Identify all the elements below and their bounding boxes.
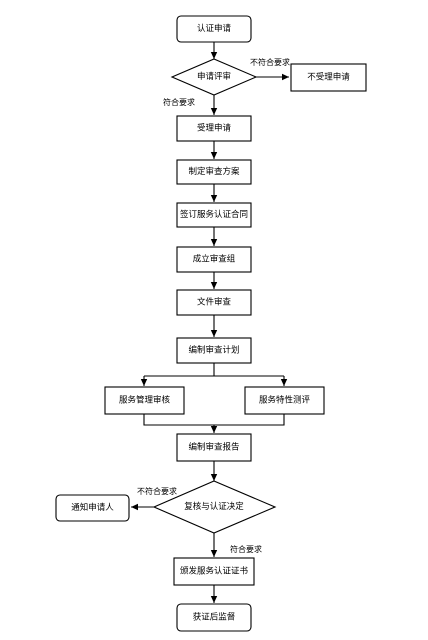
edge-label-review-no: 不符合要求 bbox=[250, 57, 290, 67]
node-accept-label: 受理申请 bbox=[197, 123, 232, 134]
node-mgmt-review-label: 服务管理审核 bbox=[119, 395, 171, 406]
node-report: 编制审查报告 bbox=[176, 433, 252, 462]
node-certificate: 颁发服务认证证书 bbox=[173, 557, 255, 586]
edge-label-decision-yes: 符合要求 bbox=[230, 544, 262, 554]
node-mgmt-review: 服务管理审核 bbox=[104, 386, 185, 415]
node-certificate-label: 颁发服务认证证书 bbox=[180, 566, 249, 577]
node-supervision: 获证后监督 bbox=[176, 603, 252, 632]
node-doc-review-label: 文件审查 bbox=[197, 297, 232, 308]
node-plan-label: 制定审查方案 bbox=[188, 166, 240, 177]
node-plan: 制定审查方案 bbox=[176, 159, 252, 185]
node-supervision-label: 获证后监督 bbox=[193, 612, 236, 623]
node-feature-eval: 服务特性测评 bbox=[244, 386, 325, 415]
node-decision-label: 复核与认证决定 bbox=[184, 501, 244, 512]
node-contract-label: 签订服务认证合同 bbox=[180, 209, 248, 220]
node-review-decision: 申请评审 bbox=[170, 58, 258, 96]
node-audit-plan-label: 编制审查计划 bbox=[188, 345, 239, 356]
node-notify-label: 通知申请人 bbox=[71, 502, 114, 513]
node-reject-label: 不受理申请 bbox=[307, 72, 350, 83]
edge-label-review-yes: 符合要求 bbox=[163, 97, 195, 107]
node-team: 成立审查组 bbox=[176, 246, 252, 273]
node-team-label: 成立审查组 bbox=[193, 254, 236, 265]
node-audit-plan: 编制审查计划 bbox=[176, 337, 252, 364]
node-contract: 签订服务认证合同 bbox=[176, 202, 252, 228]
node-review-label: 申请评审 bbox=[197, 71, 231, 82]
node-apply-label: 认证申请 bbox=[197, 23, 232, 34]
branch-merge-bar bbox=[143, 414, 285, 426]
connectors bbox=[131, 42, 289, 603]
node-report-label: 编制审查报告 bbox=[188, 442, 239, 453]
node-accept: 受理申请 bbox=[176, 115, 252, 142]
node-reject: 不受理申请 bbox=[290, 63, 367, 92]
edge-label-decision-no: 不符合要求 bbox=[137, 486, 177, 496]
node-apply: 认证申请 bbox=[176, 15, 252, 43]
node-feature-eval-label: 服务特性测评 bbox=[259, 395, 311, 406]
node-final-decision: 复核与认证决定 bbox=[152, 480, 277, 534]
node-notify: 通知申请人 bbox=[55, 494, 130, 522]
node-doc-review: 文件审查 bbox=[176, 289, 252, 316]
